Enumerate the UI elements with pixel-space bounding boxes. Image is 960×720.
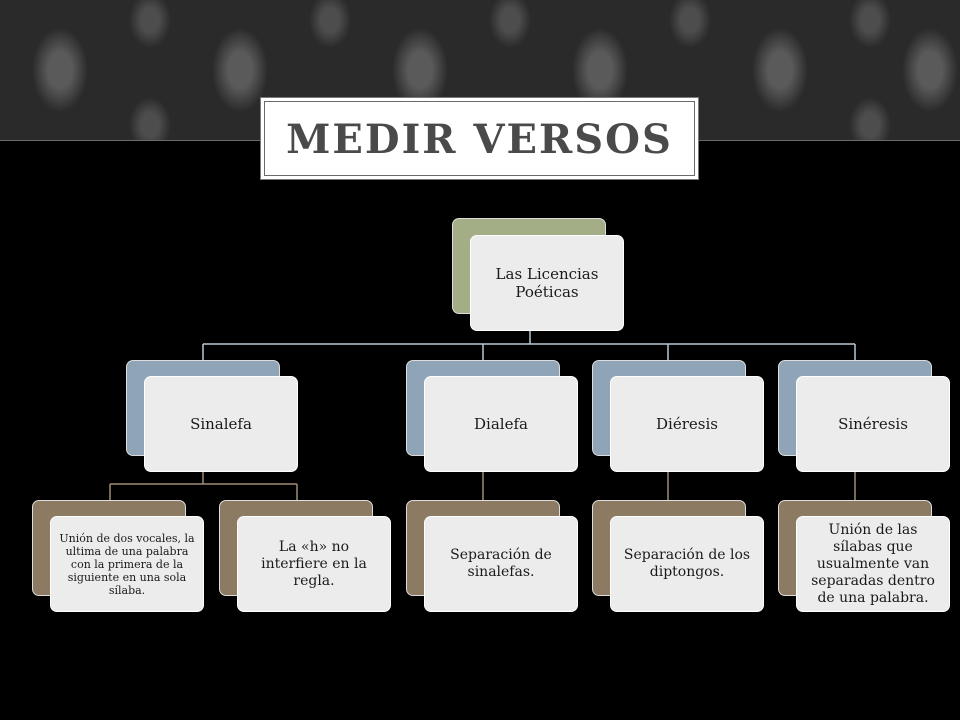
damask-banner	[0, 0, 960, 141]
leaf-sinalefa-h-rule: La «h» no interfiere en la regla.	[237, 516, 391, 612]
leaf-sinalefa-definition: Unión de dos vocales, la ultima de una p…	[50, 516, 204, 612]
category-sineresis: Sinéresis	[796, 376, 950, 472]
leaf-sineresis-definition: Unión de las sílabas que usualmente van …	[796, 516, 950, 612]
root-node: Las Licencias Poéticas	[470, 235, 624, 331]
leaf-dialefa-definition: Separación de sinalefas.	[424, 516, 578, 612]
category-dialefa: Dialefa	[424, 376, 578, 472]
category-sinalefa: Sinalefa	[144, 376, 298, 472]
category-dieresis: Diéresis	[610, 376, 764, 472]
leaf-dieresis-definition: Separación de los diptongos.	[610, 516, 764, 612]
title-box: MEDIR VERSOS	[260, 97, 699, 180]
